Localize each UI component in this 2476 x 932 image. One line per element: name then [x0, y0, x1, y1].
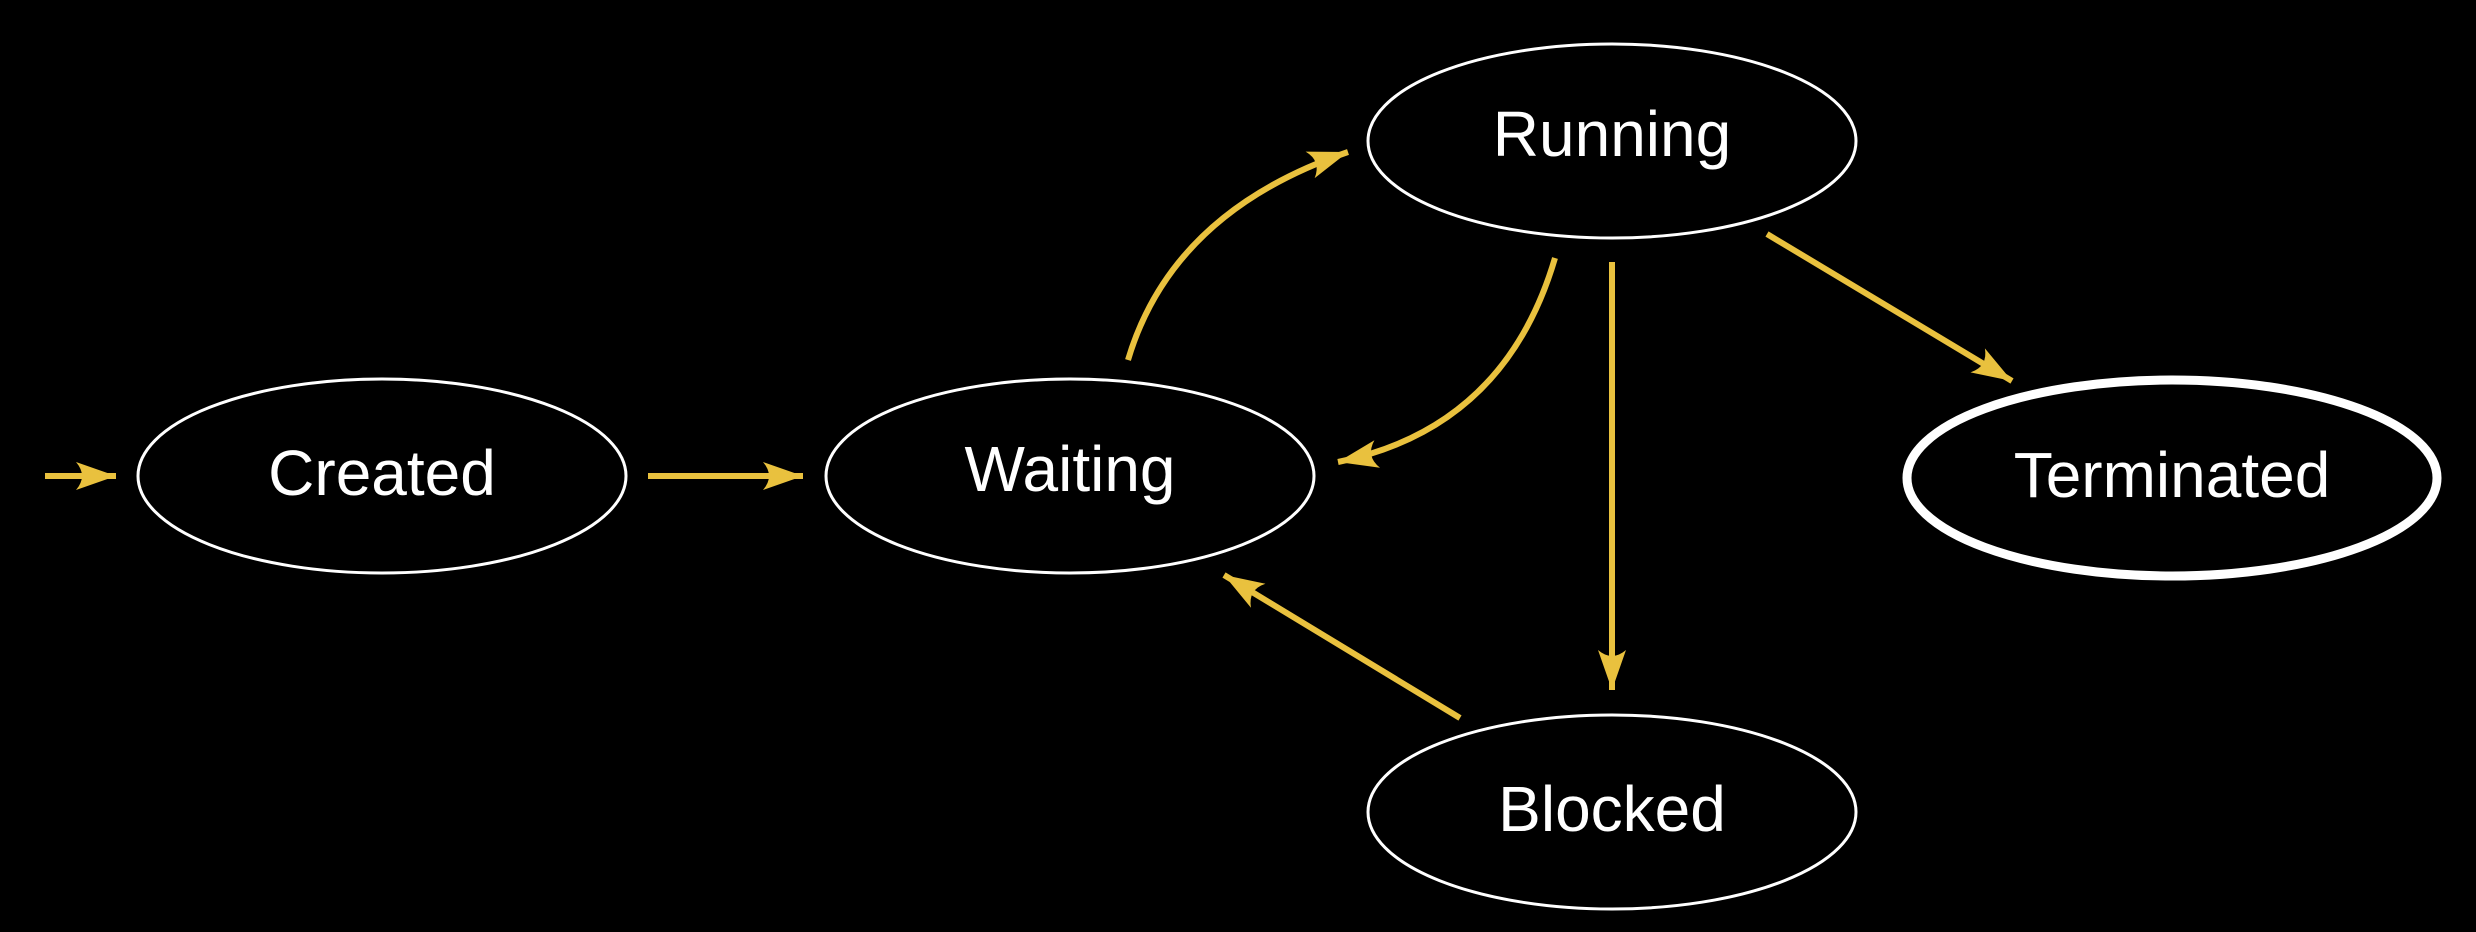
state-created-shape [136, 377, 628, 575]
edge-waiting-to-running [1125, 149, 1349, 361]
state-blocked-label: Blocked [1498, 773, 1726, 845]
state-running-label: Running [1493, 98, 1731, 170]
edge-blocked-to-waiting [1222, 572, 1462, 721]
state-created-label: Created [268, 437, 496, 509]
state-running[interactable]: Running [1366, 42, 1858, 240]
state-blocked-shape [1366, 713, 1858, 911]
edge-running-to-waiting [1337, 257, 1558, 468]
state-blocked[interactable]: Blocked [1366, 713, 1858, 911]
edge-running-to-terminated [1765, 231, 2014, 384]
state-running-shape [1366, 42, 1858, 240]
transitions [45, 149, 2014, 721]
state-waiting-label: Waiting [964, 433, 1175, 505]
state-terminated-label: Terminated [2014, 439, 2331, 511]
state-terminated-shape [1902, 375, 2442, 581]
state-created[interactable]: Created [136, 377, 628, 575]
state-waiting[interactable]: Waiting [824, 377, 1316, 575]
state-terminated[interactable]: Terminated [1902, 375, 2442, 581]
state-waiting-shape [824, 377, 1316, 575]
